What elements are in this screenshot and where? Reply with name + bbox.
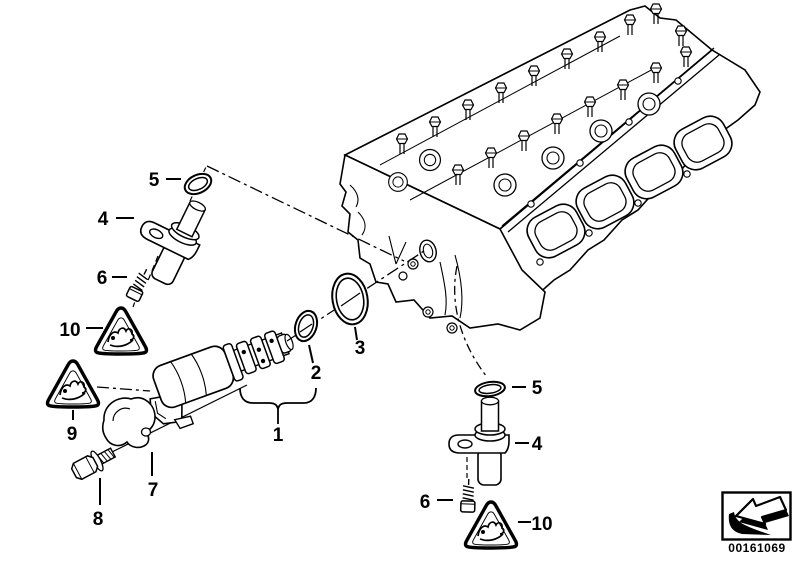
callout-8: 8 (93, 509, 104, 530)
callout-6-top: 6 (97, 268, 108, 289)
sensor-bolt-top-drawing (125, 265, 154, 303)
callout-4-bottom: 4 (532, 434, 543, 455)
callout-7: 7 (148, 480, 159, 501)
callout-5-top: 5 (149, 170, 160, 191)
camshaft-sensor-top-drawing (123, 183, 218, 291)
seal-ring-top-drawing (183, 172, 213, 196)
image-number-text: 00161069 (728, 541, 785, 555)
warning-triangle-top-drawing (93, 306, 149, 356)
callout-9: 9 (67, 424, 78, 445)
hex-bolt-drawing (70, 447, 117, 481)
callout-5-bottom: 5 (532, 378, 543, 399)
axis-through-rings (299, 292, 361, 333)
callout-6-bottom: 6 (420, 492, 431, 513)
warning-triangle-mid-drawing (45, 359, 101, 409)
solenoid-bracket-brace (239, 387, 317, 424)
label-leader-dashes (72, 178, 531, 523)
o-ring-large-drawing (331, 272, 369, 326)
callout-10-bottom: 10 (531, 514, 552, 535)
bent-arrow-icon (728, 495, 789, 535)
camshaft-sensor-bottom-drawing (448, 396, 510, 486)
callout-10-top: 10 (59, 320, 80, 341)
sensor-bolt-bottom-drawing (459, 478, 477, 513)
image-number-box: 00161069 (721, 491, 792, 555)
callout-4-top: 4 (98, 209, 109, 230)
callout-3: 3 (355, 338, 366, 359)
retaining-clip-drawing (101, 397, 156, 449)
seal-ring-bottom-drawing (474, 380, 506, 398)
cylinder-head-drawing (339, 3, 761, 334)
callout-2: 2 (311, 363, 322, 384)
vanos-solenoid-valve-drawing (149, 330, 294, 430)
callout-1: 1 (273, 425, 284, 446)
o-ring-small-drawing (293, 309, 319, 343)
